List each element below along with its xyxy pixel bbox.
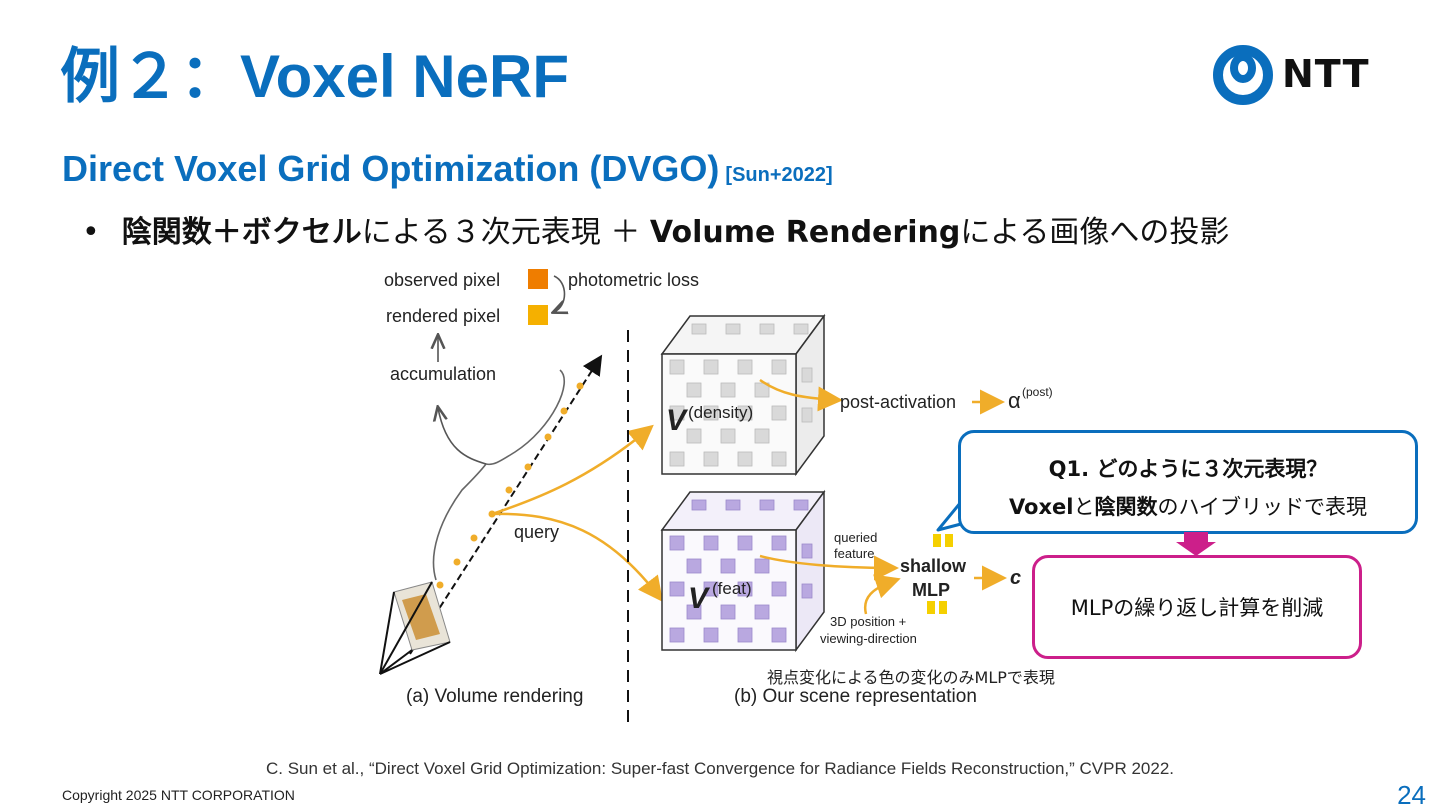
- reference-citation: C. Sun et al., “Direct Voxel Grid Optimi…: [265, 759, 1174, 778]
- query-arrow-density: [491, 424, 654, 516]
- down-arrow-icon: [1176, 532, 1216, 556]
- answer-text: MLPの繰り返し計算を削減: [1070, 596, 1324, 620]
- observed-pixel-label: observed pixel: [384, 270, 500, 290]
- bullet-point: • 陰関数＋ボクセルによる３次元表現 ＋ Volume Renderingによる画…: [82, 207, 1229, 251]
- query-label: query: [514, 522, 559, 542]
- v-density-symbol: V: [666, 404, 689, 437]
- camera-frustum: [379, 581, 451, 675]
- question-title: Q1. どのように３次元表現？: [1048, 457, 1328, 481]
- feature-label: feature: [834, 546, 874, 561]
- mlp-neuron-icons: [927, 534, 953, 614]
- v-feat-symbol: V: [688, 582, 711, 615]
- caption-b: (b) Our scene representation: [734, 686, 977, 707]
- v-feat-superscript: (feat): [712, 579, 752, 598]
- feature-voxel-grid: [660, 489, 826, 653]
- bullet-marker: •: [82, 215, 100, 250]
- question-connector: と: [1073, 495, 1095, 519]
- bullet-text-2: による画像への投影: [960, 215, 1230, 250]
- bullet-text-1: による３次元表現 ＋: [361, 215, 650, 250]
- ray-brace: [432, 369, 565, 581]
- subtitle-text: Direct Voxel Grid Optimization (DVGO): [62, 148, 720, 189]
- caption-a: (a) Volume rendering: [406, 686, 583, 707]
- slide-subtitle: Direct Voxel Grid Optimization (DVGO)[Su…: [62, 148, 833, 190]
- answer-callout: MLPの繰り返し計算を削減: [1032, 555, 1362, 659]
- dvgo-figure: observed pixel rendered pixel photometri…: [379, 269, 1053, 728]
- rendered-pixel-swatch: [528, 305, 548, 325]
- density-voxel-grid: [660, 313, 826, 477]
- bullet-bold-2: Volume Rendering: [649, 215, 961, 250]
- brace-to-accumulation: [438, 408, 487, 465]
- question-bold-voxel: Voxel: [1008, 495, 1074, 519]
- question-answer: Voxelと陰関数のハイブリッドで表現: [961, 491, 1415, 521]
- page-number: 24: [1397, 780, 1426, 810]
- question-bold-implicit: 陰関数: [1094, 495, 1158, 519]
- query-arrow-feat: [491, 512, 664, 602]
- slide-title: 例２：Voxel NeRF: [60, 43, 569, 110]
- position-to-mlp-arrow: [863, 574, 901, 615]
- mlp-note: 視点変化による色の変化のみMLPで表現: [767, 668, 1055, 687]
- density-to-activation-arrow: [759, 378, 843, 412]
- shallow-label: shallow: [900, 556, 967, 576]
- rendered-pixel-label: rendered pixel: [386, 306, 500, 326]
- position-label: 3D position +: [830, 614, 906, 629]
- loss-arrow: [554, 275, 565, 312]
- ntt-logo-text: NTT: [1282, 52, 1370, 96]
- observed-pixel-swatch: [528, 269, 548, 289]
- photometric-loss-label: photometric loss: [568, 270, 699, 290]
- copyright: Copyright 2025 NTT CORPORATION: [62, 787, 295, 803]
- bullet-bold-1: 陰関数＋ボクセル: [121, 215, 362, 250]
- subtitle-citation: [Sun+2022]: [725, 164, 833, 186]
- ntt-logo-icon: [1213, 45, 1273, 105]
- v-density-superscript: (density): [688, 403, 753, 422]
- camera-ray: [409, 354, 603, 655]
- ntt-logo: NTT: [1212, 44, 1372, 105]
- question-callout: Q1. どのように３次元表現？ Voxelと陰関数のハイブリッドで表現: [958, 430, 1418, 534]
- alpha-symbol: α: [1008, 388, 1021, 413]
- feat-to-mlp-arrow: [759, 554, 899, 581]
- color-symbol: c: [1010, 567, 1021, 589]
- viewing-direction-label: viewing-direction: [820, 631, 917, 646]
- accumulation-label: accumulation: [390, 364, 496, 384]
- post-activation-label: post-activation: [840, 392, 956, 412]
- question-end: のハイブリッドで表現: [1157, 495, 1368, 519]
- alpha-superscript: (post): [1022, 385, 1053, 399]
- queried-label: queried: [834, 530, 877, 545]
- mlp-label: MLP: [912, 580, 950, 600]
